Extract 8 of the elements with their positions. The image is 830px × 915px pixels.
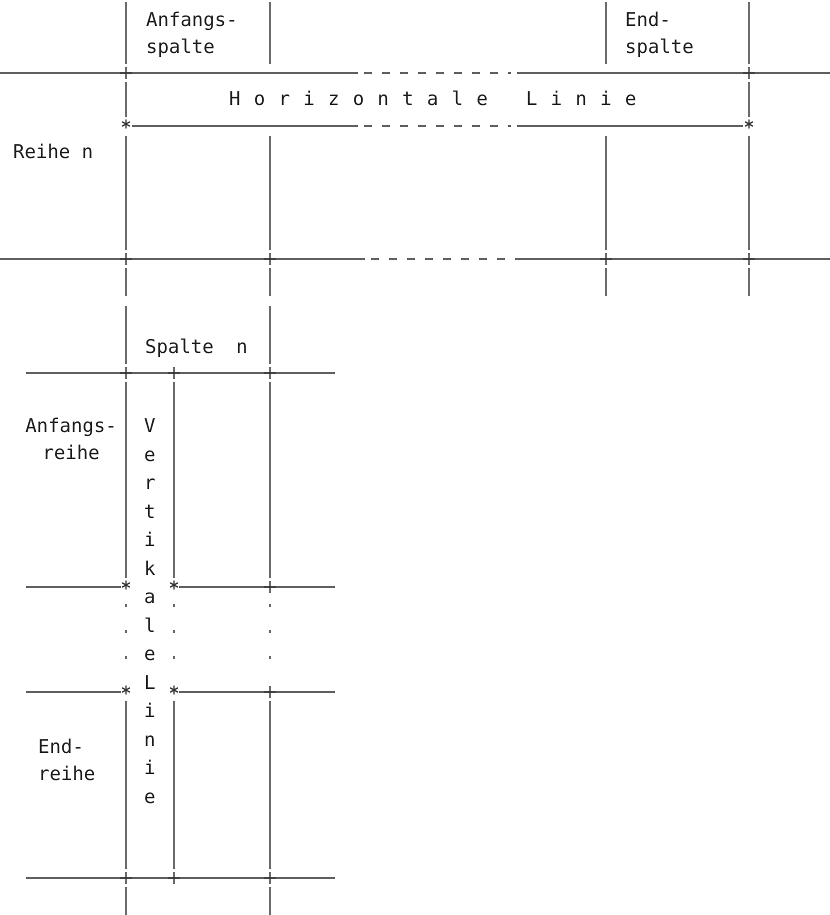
line-label: Vertikale Linie xyxy=(144,414,156,810)
row-label: End- reihe xyxy=(38,735,96,786)
column-label: Anfangs- spalte xyxy=(146,8,239,60)
row-label: Reihe n xyxy=(13,140,94,165)
row-label: Anfangs- reihe xyxy=(24,414,118,466)
line-label: Horizontale Linie xyxy=(229,87,650,112)
column-label: End- spalte xyxy=(625,8,695,60)
column-label: Spalte n xyxy=(145,335,248,360)
